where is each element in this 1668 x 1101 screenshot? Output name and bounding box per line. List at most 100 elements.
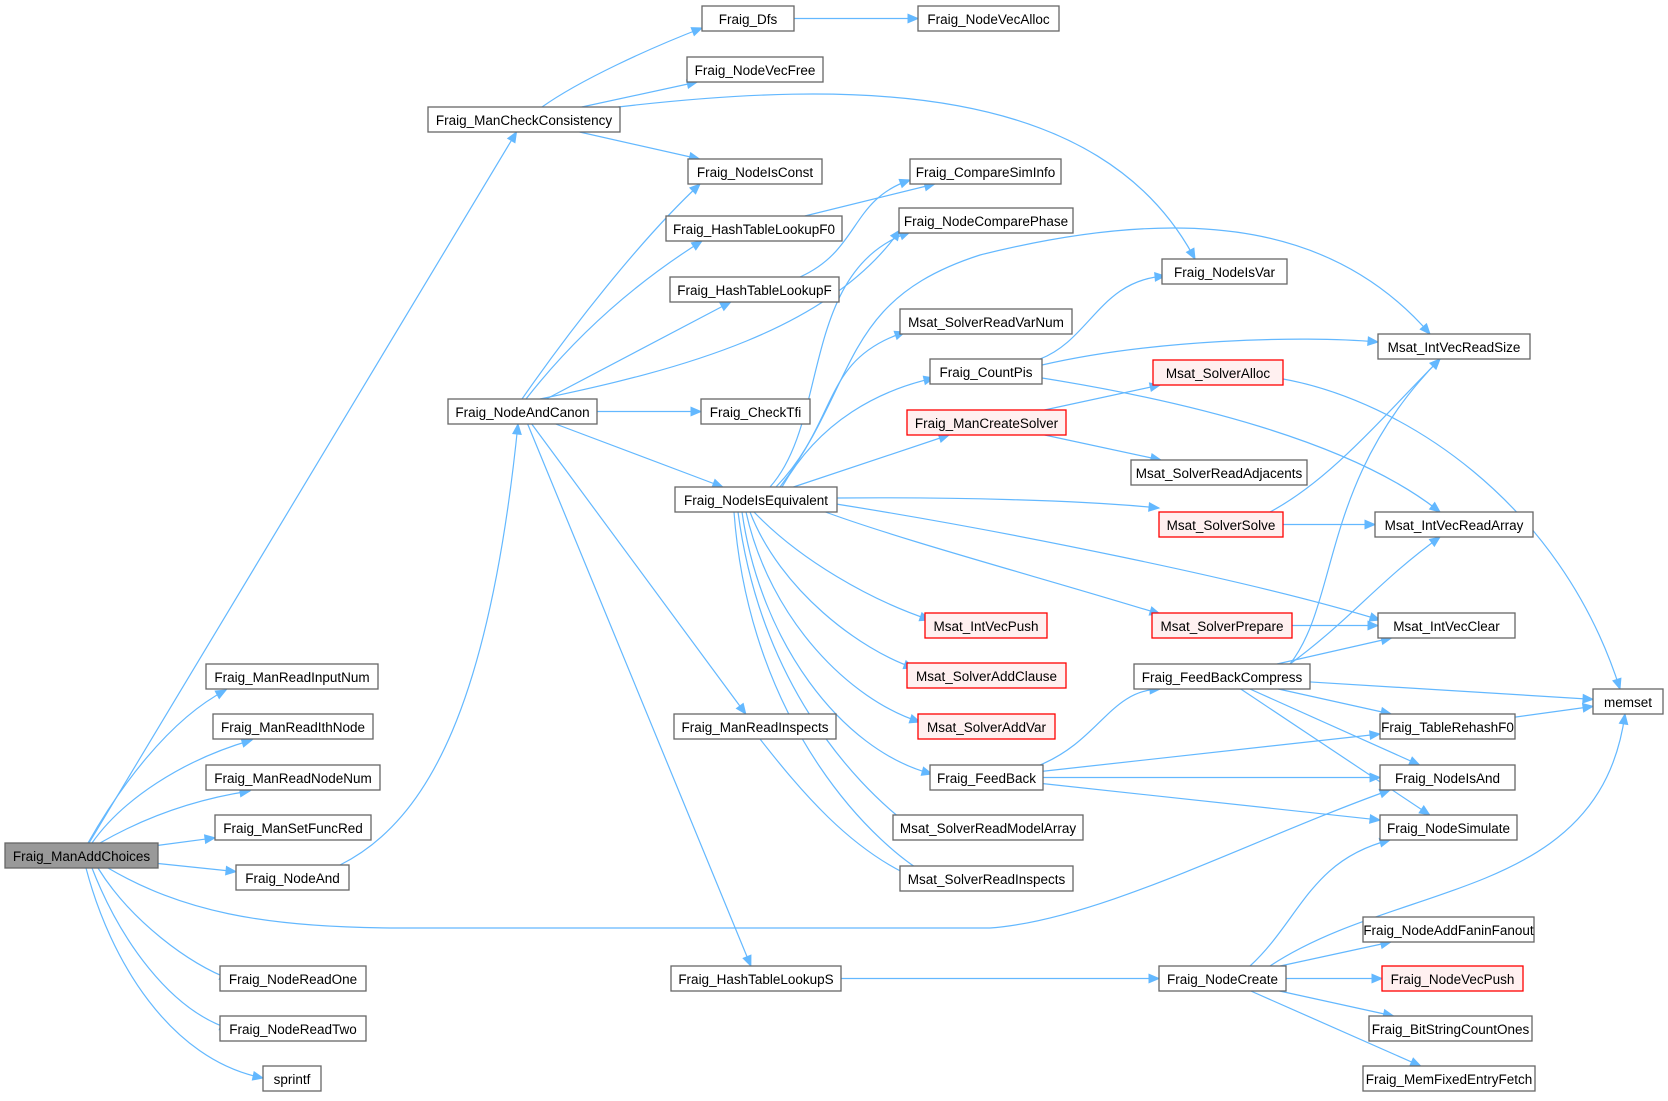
arrowhead-feed_back-to-node_is_and bbox=[1369, 772, 1382, 783]
node-hash-table-lookup-s[interactable]: Fraig_HashTableLookupS bbox=[670, 965, 842, 992]
node-node-is-var[interactable]: Fraig_NodeIsVar bbox=[1161, 258, 1288, 285]
node-msat-int-vec-push[interactable]: Msat_IntVecPush bbox=[924, 612, 1048, 639]
node-label: Fraig_CheckTfi bbox=[710, 405, 802, 420]
node-check-tfi[interactable]: Fraig_CheckTfi bbox=[700, 398, 811, 425]
node-man-read-ith-node[interactable]: Fraig_ManReadIthNode bbox=[212, 713, 374, 740]
node-bit-string-count-ones[interactable]: Fraig_BitStringCountOnes bbox=[1368, 1015, 1533, 1042]
node-node-and-canon[interactable]: Fraig_NodeAndCanon bbox=[447, 398, 598, 425]
node-man-check-consistency[interactable]: Fraig_ManCheckConsistency bbox=[427, 106, 621, 133]
node-label: Fraig_HashTableLookupS bbox=[678, 972, 833, 987]
node-node-is-and[interactable]: Fraig_NodeIsAnd bbox=[1379, 764, 1516, 791]
node-msat-solver-alloc[interactable]: Msat_SolverAlloc bbox=[1152, 359, 1284, 386]
edge-line bbox=[157, 862, 237, 873]
node-node-read-two[interactable]: Fraig_NodeReadTwo bbox=[219, 1015, 367, 1042]
arrowhead-hash_table_lookup_f-to-compare_sim_info bbox=[898, 178, 912, 189]
node-label: Fraig_NodeIsAnd bbox=[1395, 771, 1500, 786]
node-box bbox=[665, 215, 843, 242]
node-node-simulate[interactable]: Fraig_NodeSimulate bbox=[1379, 814, 1518, 841]
node-label: Msat_SolverReadAdjacents bbox=[1136, 466, 1303, 481]
node-feed-back-compress[interactable]: Fraig_FeedBackCompress bbox=[1133, 663, 1311, 690]
call-graph-edges bbox=[85, 13, 1629, 1081]
node-box bbox=[686, 56, 824, 83]
node-msat-solver-read-var-num[interactable]: Msat_SolverReadVarNum bbox=[899, 308, 1073, 335]
node-dfs[interactable]: Fraig_Dfs bbox=[701, 5, 795, 32]
node-node-compare-phase[interactable]: Fraig_NodeComparePhase bbox=[898, 207, 1074, 234]
node-node-is-const[interactable]: Fraig_NodeIsConst bbox=[687, 158, 823, 185]
node-node-add-fanin-fanout[interactable]: Fraig_NodeAddFaninFanout bbox=[1362, 916, 1535, 943]
node-compare-sim-info[interactable]: Fraig_CompareSimInfo bbox=[909, 158, 1062, 185]
node-node-vec-alloc[interactable]: Fraig_NodeVecAlloc bbox=[917, 5, 1060, 32]
node-node-vec-push[interactable]: Fraig_NodeVecPush bbox=[1381, 965, 1524, 992]
edge-line bbox=[745, 511, 921, 723]
node-hash-table-lookup-f0[interactable]: Fraig_HashTableLookupF0 bbox=[665, 215, 843, 242]
edge-node_create-to-node_vec_push bbox=[1286, 973, 1384, 984]
edge-feed_back_compress-to-msat_int_vec_read_array bbox=[1289, 536, 1442, 665]
edge-feed_back_compress-to-node_is_and bbox=[1249, 688, 1421, 766]
node-man-add-choices[interactable]: Fraig_ManAddChoices bbox=[4, 842, 159, 869]
node-label: Fraig_NodeVecPush bbox=[1391, 972, 1515, 987]
node-node-is-equivalent[interactable]: Fraig_NodeIsEquivalent bbox=[674, 486, 838, 513]
node-msat-solver-solve[interactable]: Msat_SolverSolve bbox=[1158, 511, 1284, 538]
node-box bbox=[924, 612, 1048, 639]
node-man-set-func-red[interactable]: Fraig_ManSetFuncRed bbox=[214, 814, 372, 841]
node-node-and[interactable]: Fraig_NodeAnd bbox=[235, 864, 350, 891]
arrowhead-node_and_canon-to-node_is_const bbox=[688, 183, 701, 195]
node-man-read-inspects[interactable]: Fraig_ManReadInspects bbox=[673, 713, 837, 740]
node-box bbox=[1368, 1015, 1533, 1042]
arrowhead-count_pis-to-msat_int_vec_read_size bbox=[1367, 336, 1380, 347]
arrowhead-node_create-to-mem_fixed_entry_fetch bbox=[1409, 1057, 1422, 1067]
node-node-create[interactable]: Fraig_NodeCreate bbox=[1158, 965, 1287, 992]
node-mem-fixed-entry-fetch[interactable]: Fraig_MemFixedEntryFetch bbox=[1362, 1065, 1536, 1092]
arrowhead-node_is_equivalent-to-msat_int_vec_read_size bbox=[1419, 322, 1431, 335]
node-msat-int-vec-read-array[interactable]: Msat_IntVecReadArray bbox=[1374, 511, 1534, 538]
node-msat-solver-add-clause[interactable]: Msat_SolverAddClause bbox=[906, 662, 1067, 689]
node-sprintf[interactable]: sprintf bbox=[262, 1065, 322, 1092]
edge-line bbox=[581, 81, 698, 108]
edge-line bbox=[775, 331, 906, 488]
edge-line bbox=[733, 511, 931, 877]
arrowhead-msat_solver_alloc-to-memset bbox=[1612, 677, 1622, 691]
edge-node_and-to-node_and_canon bbox=[339, 422, 522, 866]
node-label: Fraig_FeedBack bbox=[937, 771, 1036, 786]
node-label: Fraig_Dfs bbox=[719, 12, 778, 27]
node-box bbox=[4, 842, 159, 869]
node-man-read-node-num[interactable]: Fraig_ManReadNodeNum bbox=[205, 764, 381, 791]
node-msat-solver-read-model-array[interactable]: Msat_SolverReadModelArray bbox=[892, 814, 1084, 841]
edge-line bbox=[799, 179, 911, 278]
arrowhead-node_and_canon-to-check_tfi bbox=[690, 406, 703, 417]
node-box bbox=[687, 158, 823, 185]
node-msat-solver-read-inspects[interactable]: Msat_SolverReadInspects bbox=[899, 865, 1074, 892]
node-msat-solver-read-adjacents[interactable]: Msat_SolverReadAdjacents bbox=[1130, 459, 1308, 486]
node-msat-int-vec-clear[interactable]: Msat_IntVecClear bbox=[1377, 612, 1516, 639]
edge-feed_back-to-node_simulate bbox=[1042, 783, 1382, 824]
node-node-read-one[interactable]: Fraig_NodeReadOne bbox=[219, 965, 367, 992]
edge-feed_back_compress-to-memset bbox=[1309, 681, 1595, 704]
edge-line bbox=[521, 183, 701, 400]
arrowhead-feed_back_compress-to-memset bbox=[1582, 693, 1595, 704]
edge-line bbox=[88, 131, 517, 844]
node-box bbox=[1151, 612, 1293, 639]
node-node-vec-free[interactable]: Fraig_NodeVecFree bbox=[686, 56, 824, 83]
edge-node_is_equivalent-to-msat_int_vec_clear bbox=[835, 503, 1382, 622]
node-man-create-solver[interactable]: Fraig_ManCreateSolver bbox=[906, 409, 1067, 436]
node-feed-back[interactable]: Fraig_FeedBack bbox=[929, 764, 1044, 791]
edge-line bbox=[1269, 713, 1626, 967]
edge-line bbox=[1278, 688, 1392, 715]
node-msat-int-vec-read-size[interactable]: Msat_IntVecReadSize bbox=[1377, 333, 1531, 360]
node-memset[interactable]: memset bbox=[1592, 688, 1664, 715]
node-count-pis[interactable]: Fraig_CountPis bbox=[929, 358, 1043, 385]
node-man-read-input-num[interactable]: Fraig_ManReadInputNum bbox=[205, 663, 379, 690]
edge-line bbox=[769, 231, 911, 488]
node-table-rehash-f0[interactable]: Fraig_TableRehashF0 bbox=[1379, 713, 1516, 740]
node-box bbox=[1158, 965, 1287, 992]
edge-node_is_equivalent-to-msat_solver_solve bbox=[835, 497, 1161, 512]
node-box bbox=[205, 663, 379, 690]
node-msat-solver-prepare[interactable]: Msat_SolverPrepare bbox=[1151, 612, 1293, 639]
node-hash-table-lookup-f[interactable]: Fraig_HashTableLookupF bbox=[669, 276, 840, 303]
node-box bbox=[929, 764, 1044, 791]
edge-line bbox=[1042, 783, 1381, 821]
edge-feed_back_compress-to-node_simulate bbox=[1240, 688, 1431, 816]
node-msat-solver-add-var[interactable]: Msat_SolverAddVar bbox=[917, 713, 1056, 740]
node-box bbox=[219, 1015, 367, 1042]
